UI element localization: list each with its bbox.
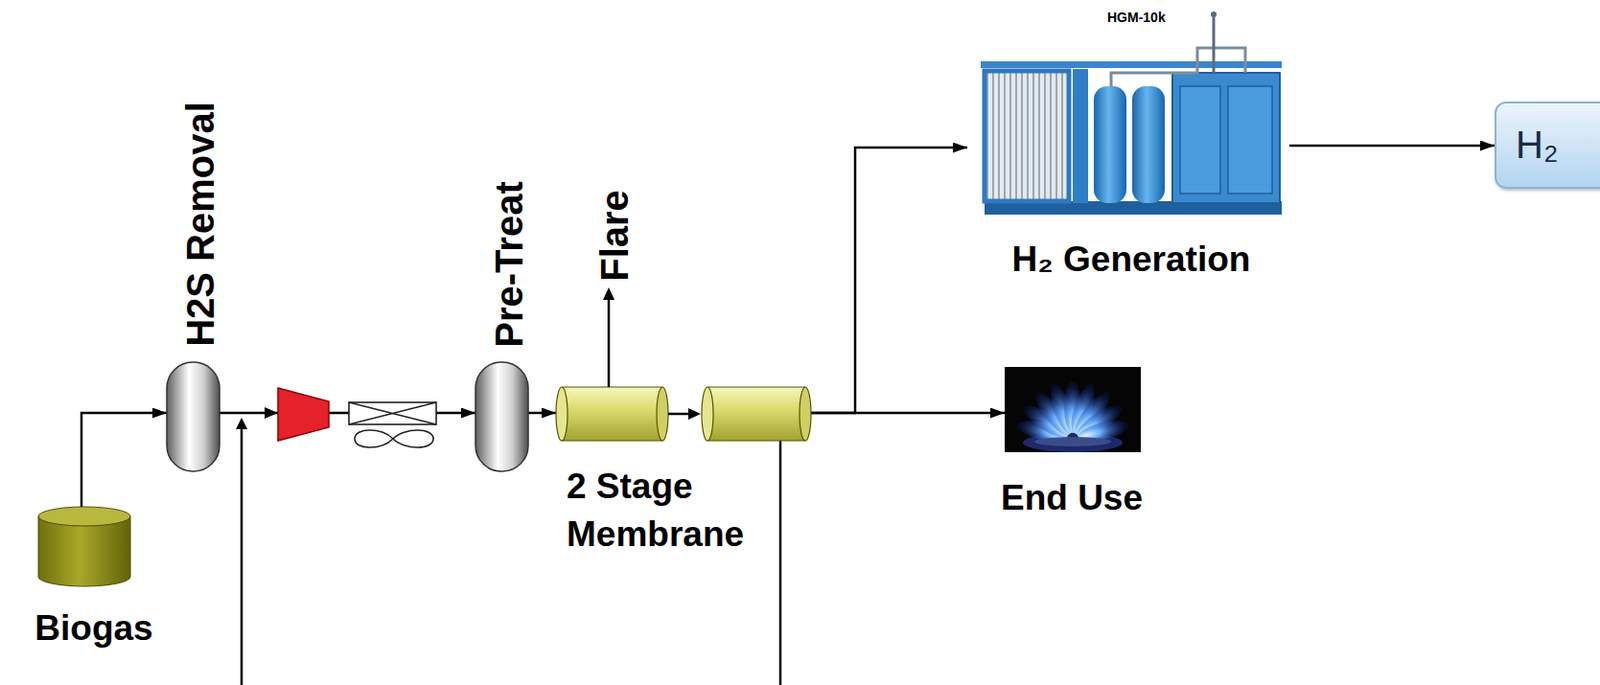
- flames: [1015, 381, 1132, 453]
- membrane-1: [556, 387, 669, 441]
- machine-pipes: [1111, 47, 1246, 87]
- membrane-cap: [556, 387, 568, 441]
- node-label: End Use: [1000, 478, 1143, 520]
- membrane-cap: [701, 387, 714, 441]
- model-label: HGM-10k: [1107, 9, 1166, 25]
- recycle-arrowhead: [235, 417, 248, 430]
- burner-flame-picture: [1004, 367, 1141, 453]
- recycle-up: [240, 427, 244, 685]
- cooler-box: [348, 402, 437, 425]
- machine-tank: [1093, 86, 1127, 204]
- membrane-body: [561, 387, 663, 441]
- cabinet-door: [1228, 86, 1273, 194]
- hydrogen-generator-picture: [980, 11, 1282, 215]
- flow-arrow: [811, 147, 968, 414]
- vent-cap: [1210, 11, 1217, 18]
- flow-arrow: [1289, 144, 1495, 148]
- radiator-panel: [984, 70, 1069, 202]
- burner-ring: [1034, 437, 1112, 447]
- compressor-inlet-arrowhead: [264, 407, 279, 419]
- node-label: H2S Removal: [181, 101, 220, 348]
- stream-label: Flare: [595, 189, 634, 282]
- membrane-body: [707, 387, 806, 441]
- control-cabinet: [1172, 72, 1280, 204]
- membrane-edge: [561, 387, 663, 441]
- node-label: H₂: [1515, 103, 1558, 187]
- h2s-removal-vessel: H2S Removal: [166, 362, 220, 472]
- cooler-cross: [348, 402, 437, 425]
- end-use: End Use: [1004, 367, 1141, 521]
- machine-tank: [1132, 86, 1165, 204]
- node-label: Pre-Treat: [488, 181, 528, 348]
- flow-arrow: [811, 412, 1005, 416]
- cabinet-door: [1180, 86, 1221, 194]
- hydrogen-output-box: H₂: [1494, 101, 1600, 189]
- recycle-line: [235, 417, 781, 685]
- membrane-2: [701, 387, 812, 441]
- compressor-symbol: [278, 388, 329, 441]
- vent-stack: [1212, 14, 1216, 73]
- recycle-down: [779, 440, 783, 685]
- photo-ground: [1004, 367, 1141, 453]
- membrane-cap: [799, 387, 812, 441]
- pretreat-vessel: Pre-Treat: [475, 362, 529, 472]
- machine-column: [1072, 69, 1089, 204]
- pretreat-vessel: [475, 362, 529, 472]
- membrane-cap: [656, 387, 669, 441]
- membrane-edge: [707, 387, 806, 441]
- machine-top-frame: [980, 61, 1282, 69]
- flow-arrow: [219, 412, 476, 416]
- biogas-source: Biogas: [36, 507, 133, 651]
- hydrogen-generator: HGM-10k H₂ Generation: [967, 9, 1290, 288]
- flow-arrow: [81, 413, 167, 508]
- membrane-link-arrowhead: [688, 408, 701, 420]
- flare-arrowhead: [602, 287, 615, 301]
- membrane-stage: 2 Stage Membrane: [556, 387, 812, 441]
- membrane-link: [668, 413, 690, 417]
- flow-arrow: [528, 412, 557, 416]
- tank-top: [38, 507, 131, 527]
- cooler-coil: [354, 430, 434, 448]
- node-label: Biogas: [34, 608, 153, 650]
- biogas-tank: [38, 507, 131, 587]
- cooler-symbol: [348, 402, 437, 448]
- node-label: 2 Stage Membrane: [566, 463, 759, 559]
- node-label: H₂ Generation: [1012, 239, 1252, 281]
- h2s-vessel: [166, 362, 220, 472]
- tank-body: [38, 516, 131, 587]
- flare-arrow: [607, 299, 611, 388]
